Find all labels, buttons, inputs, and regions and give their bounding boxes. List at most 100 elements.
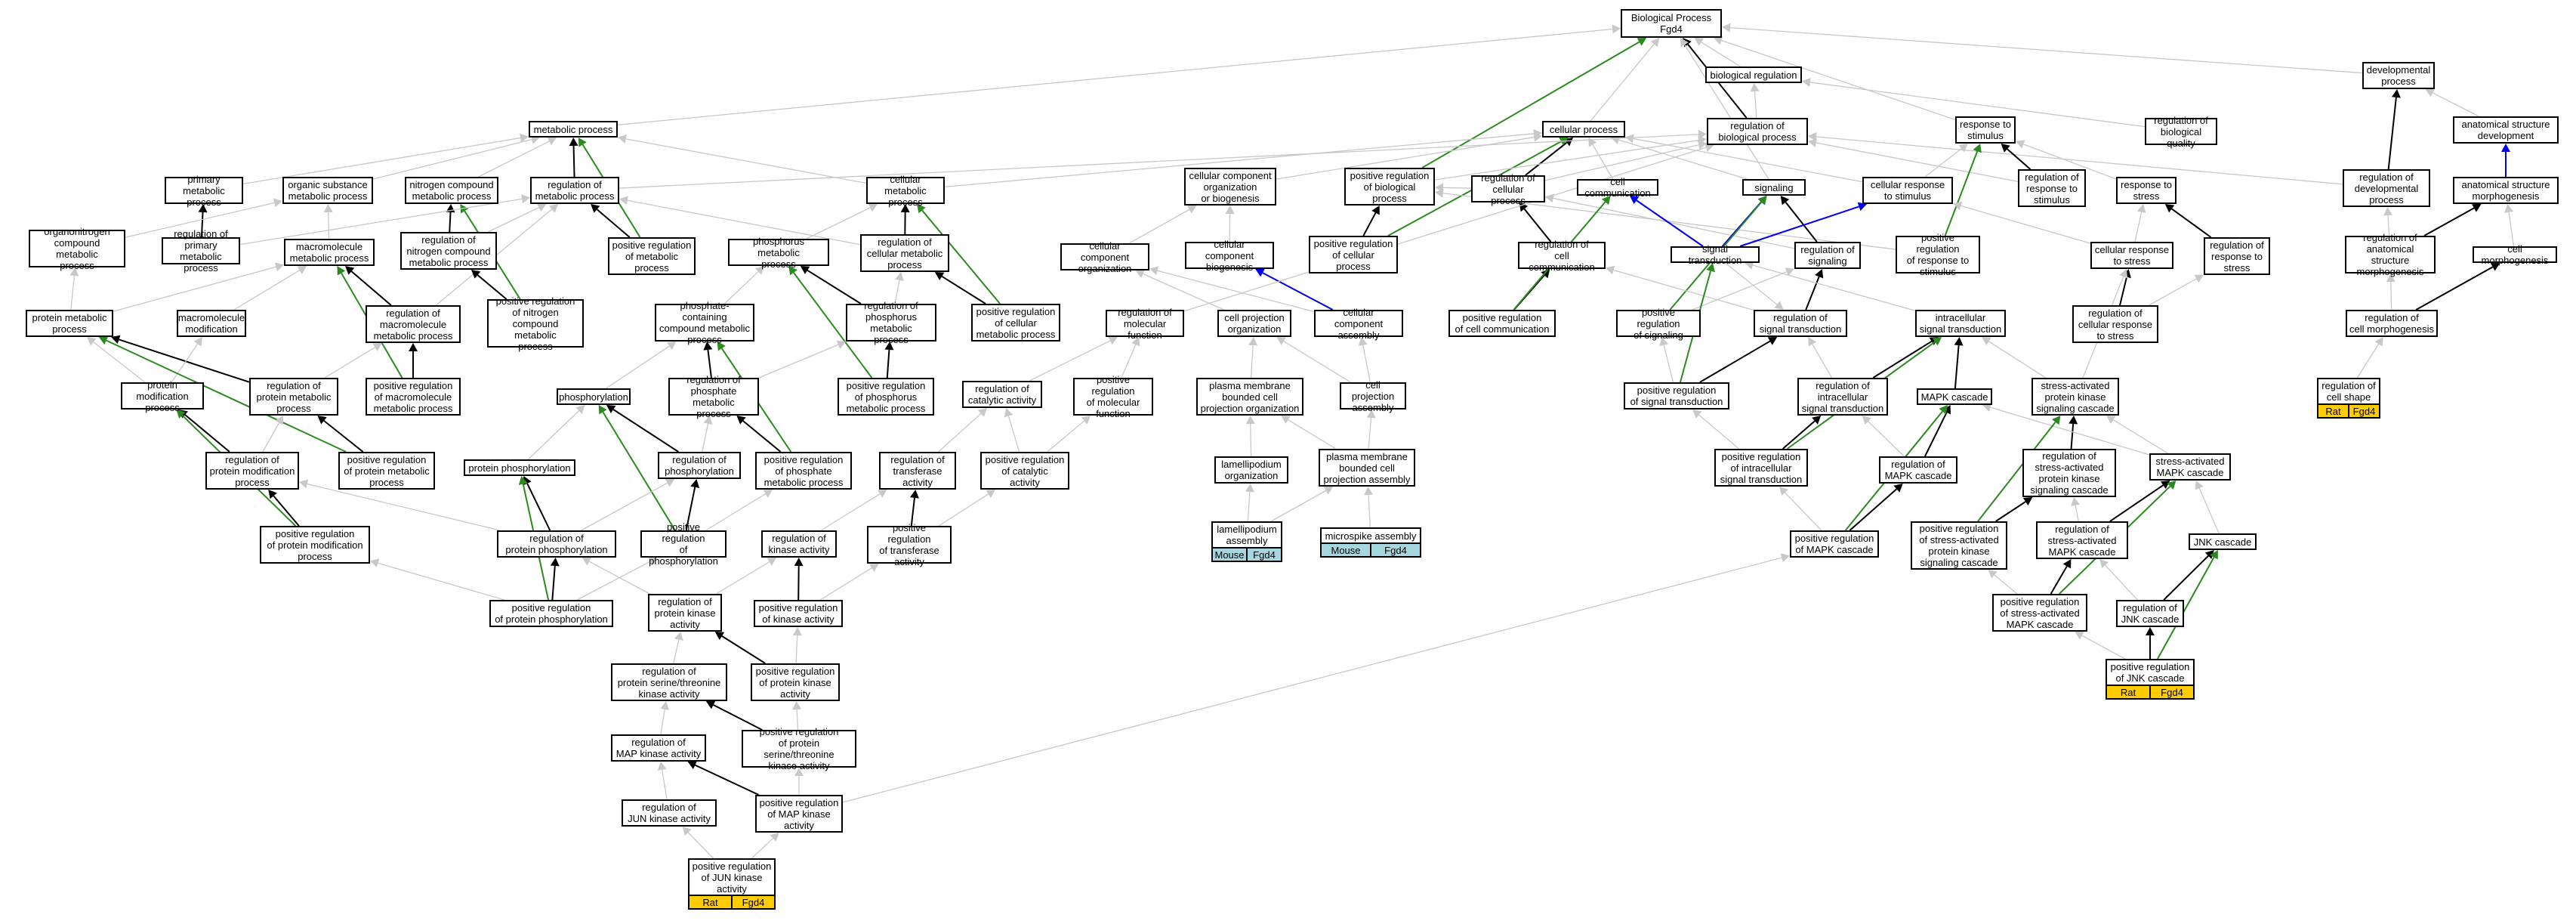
go-term-node[interactable]: regulation of macromolecule metabolic pr… [366, 305, 461, 343]
go-term-node[interactable]: regulation of nitrogen compound metaboli… [400, 232, 497, 270]
go-term-node[interactable]: macromolecule metabolic process [284, 239, 375, 266]
go-term-node[interactable]: regulation of transferase activity [879, 452, 956, 490]
go-term-node[interactable]: intracellular signal transduction [1915, 310, 2006, 337]
go-term-node[interactable]: cellular response to stimulus [1862, 177, 1953, 204]
go-term-node[interactable]: regulation of protein kinase activity [648, 594, 722, 632]
go-term-node[interactable]: regulation of protein serine/threonine k… [611, 663, 727, 701]
go-term-node[interactable]: positive regulation of molecular functio… [1073, 374, 1153, 419]
go-term-node[interactable]: regulation of cell morphogenesis [2346, 310, 2438, 337]
go-term-node[interactable]: regulation of stress-activated MAPK casc… [2036, 521, 2128, 559]
go-term-node[interactable]: regulation of response to stimulus [2018, 169, 2086, 207]
go-term-node[interactable]: regulation of biological quality [2145, 115, 2217, 149]
go-term-node[interactable]: positive regulation of phosphorylation [640, 521, 727, 567]
go-term-node[interactable]: positive regulation of biological proces… [1344, 168, 1435, 206]
go-term-node[interactable]: regulation of phosphorylation [658, 452, 741, 479]
go-term-node[interactable]: regulation of protein phosphorylation [497, 530, 616, 558]
go-term-node[interactable]: regulation of MAP kinase activity [611, 734, 706, 762]
go-term-node[interactable]: Biological Process Fgd4 [1621, 9, 1722, 38]
go-term-node[interactable]: primary metabolic process [165, 174, 243, 208]
go-term-node[interactable]: positive regulation of catalytic activit… [980, 452, 1069, 490]
go-term-node[interactable]: anatomical structure morphogenesis [2453, 177, 2559, 204]
go-term-node[interactable]: phosphorylation [557, 388, 631, 405]
go-term-node[interactable]: cellular process [1542, 121, 1625, 138]
go-term-node[interactable]: cellular component assembly [1314, 307, 1403, 341]
go-term-node[interactable]: positive regulation of MAP kinase activi… [755, 795, 843, 833]
go-term-node[interactable]: cell communication [1577, 176, 1658, 199]
go-term-node[interactable]: positive regulation of signaling [1616, 307, 1701, 341]
go-term-node[interactable]: JNK cascade [2189, 533, 2257, 550]
go-term-node[interactable]: biological regulation [1705, 66, 1802, 83]
go-term-node[interactable]: stress-activated protein kinase signalin… [2031, 378, 2119, 416]
go-term-node[interactable]: positive regulation of intracellular sig… [1714, 449, 1808, 487]
go-term-node[interactable]: microspike assembly [1320, 527, 1421, 544]
go-term-node[interactable]: positive regulation of protein modificat… [260, 526, 370, 564]
go-term-node[interactable]: positive regulation of cell communicatio… [1448, 310, 1556, 337]
go-term-node[interactable]: regulation of JUN kinase activity [622, 799, 717, 827]
go-term-node[interactable]: response to stress [2116, 177, 2176, 204]
go-term-node[interactable]: macromolecule modification [177, 310, 246, 337]
go-term-node[interactable]: lamellipodium organization [1214, 456, 1288, 484]
go-term-node[interactable]: regulation of catalytic activity [962, 381, 1042, 408]
go-term-node[interactable]: regulation of response to stress [2204, 237, 2270, 275]
go-term-node[interactable]: organic substance metabolic process [282, 177, 373, 204]
go-term-node[interactable]: cellular component biogenesis [1185, 239, 1274, 273]
go-term-node[interactable]: positive regulation of protein metabolic… [338, 452, 435, 490]
go-term-node[interactable]: plasma membrane bounded cell projection … [1319, 449, 1415, 487]
go-term-node[interactable]: cell projection organization [1217, 310, 1291, 337]
go-term-node[interactable]: anatomical structure development [2453, 116, 2559, 144]
go-term-node[interactable]: protein phosphorylation [464, 459, 575, 476]
go-term-node[interactable]: positive regulation of phosphate metabol… [755, 452, 852, 490]
go-term-node[interactable]: positive regulation of transferase activ… [867, 522, 952, 567]
go-term-node[interactable]: regulation of phosphate metabolic proces… [668, 374, 759, 419]
go-term-node[interactable]: regulation of intracellular signal trans… [1797, 378, 1888, 416]
go-term-node[interactable]: regulation of protein modification proce… [205, 452, 299, 490]
go-term-node[interactable]: regulation of MAPK cascade [1879, 456, 1957, 484]
go-term-node[interactable]: positive regulation of macromolecule met… [366, 378, 461, 416]
go-term-node[interactable]: stress-activated MAPK cascade [2149, 453, 2231, 481]
go-term-node[interactable]: signaling [1742, 179, 1806, 196]
go-term-node[interactable]: cellular metabolic process [866, 174, 945, 208]
go-term-node[interactable]: positive regulation of signal transducti… [1624, 382, 1729, 410]
go-term-node[interactable]: regulation of JNK cascade [2116, 600, 2184, 627]
go-term-node[interactable]: regulation of kinase activity [761, 530, 837, 558]
go-term-node[interactable]: cellular component organization [1060, 240, 1149, 274]
go-term-node[interactable]: regulation of phosphorus metabolic proce… [846, 300, 936, 345]
go-term-node[interactable]: positive regulation of JUN kinase activi… [688, 858, 776, 896]
go-term-node[interactable]: positive regulation of protein kinase ac… [751, 663, 840, 701]
go-term-node[interactable]: phosphate-containing compound metabolic … [655, 300, 754, 345]
go-term-node[interactable]: developmental process [2362, 62, 2435, 89]
go-term-node[interactable]: regulation of signaling [1794, 242, 1861, 269]
go-term-node[interactable]: positive regulation of stress-activated … [1992, 594, 2087, 632]
go-term-node[interactable]: regulation of cell shape [2317, 378, 2380, 405]
go-term-node[interactable]: regulation of cellular response to stres… [2072, 305, 2158, 343]
go-term-node[interactable]: positive regulation of nitrogen compound… [487, 295, 584, 352]
go-term-node[interactable]: organonitrogen compound metabolic proces… [29, 226, 125, 271]
go-term-node[interactable]: positive regulation of metabolic process [608, 237, 696, 275]
go-term-node[interactable]: regulation of signal transduction [1754, 310, 1847, 337]
go-term-node[interactable]: response to stimulus [1955, 116, 2016, 144]
go-term-node[interactable]: regulation of cellular metabolic process [860, 234, 949, 272]
go-term-node[interactable]: positive regulation of JNK cascade [2106, 659, 2195, 686]
go-term-node[interactable]: regulation of primary metabolic process [162, 228, 240, 274]
go-term-node[interactable]: plasma membrane bounded cell projection … [1196, 378, 1303, 416]
go-term-node[interactable]: metabolic process [529, 121, 618, 138]
go-term-node[interactable]: regulation of cellular process [1471, 172, 1545, 206]
go-term-node[interactable]: regulation of metabolic process [530, 177, 619, 204]
go-term-node[interactable]: regulation of protein metabolic process [249, 378, 338, 416]
go-term-node[interactable]: positive regulation of stress-activated … [1911, 521, 2007, 570]
go-term-node[interactable]: regulation of anatomical structure morph… [2345, 232, 2436, 277]
go-term-node[interactable]: protein modification process [121, 379, 204, 413]
go-term-node[interactable]: positive regulation of phosphorus metabo… [838, 378, 934, 416]
go-term-node[interactable]: cell morphogenesis [2473, 243, 2557, 266]
go-term-node[interactable]: cellular component organization or bioge… [1184, 168, 1276, 206]
go-term-node[interactable]: regulation of molecular function [1106, 307, 1184, 341]
go-term-node[interactable]: MAPK cascade [1917, 388, 1992, 405]
go-term-node[interactable]: positive regulation of kinase activity [754, 600, 843, 627]
go-term-node[interactable]: regulation of cell communication [1518, 239, 1606, 273]
go-term-node[interactable]: cell projection assembly [1340, 379, 1406, 413]
go-term-node[interactable]: positive regulation of MAPK cascade [1790, 530, 1879, 558]
go-term-node[interactable]: positive regulation of protein phosphory… [489, 600, 613, 627]
go-term-node[interactable]: regulation of biological process [1707, 118, 1808, 145]
go-term-node[interactable]: signal transduction [1671, 243, 1760, 266]
go-term-node[interactable]: positive regulation of protein serine/th… [742, 726, 856, 771]
